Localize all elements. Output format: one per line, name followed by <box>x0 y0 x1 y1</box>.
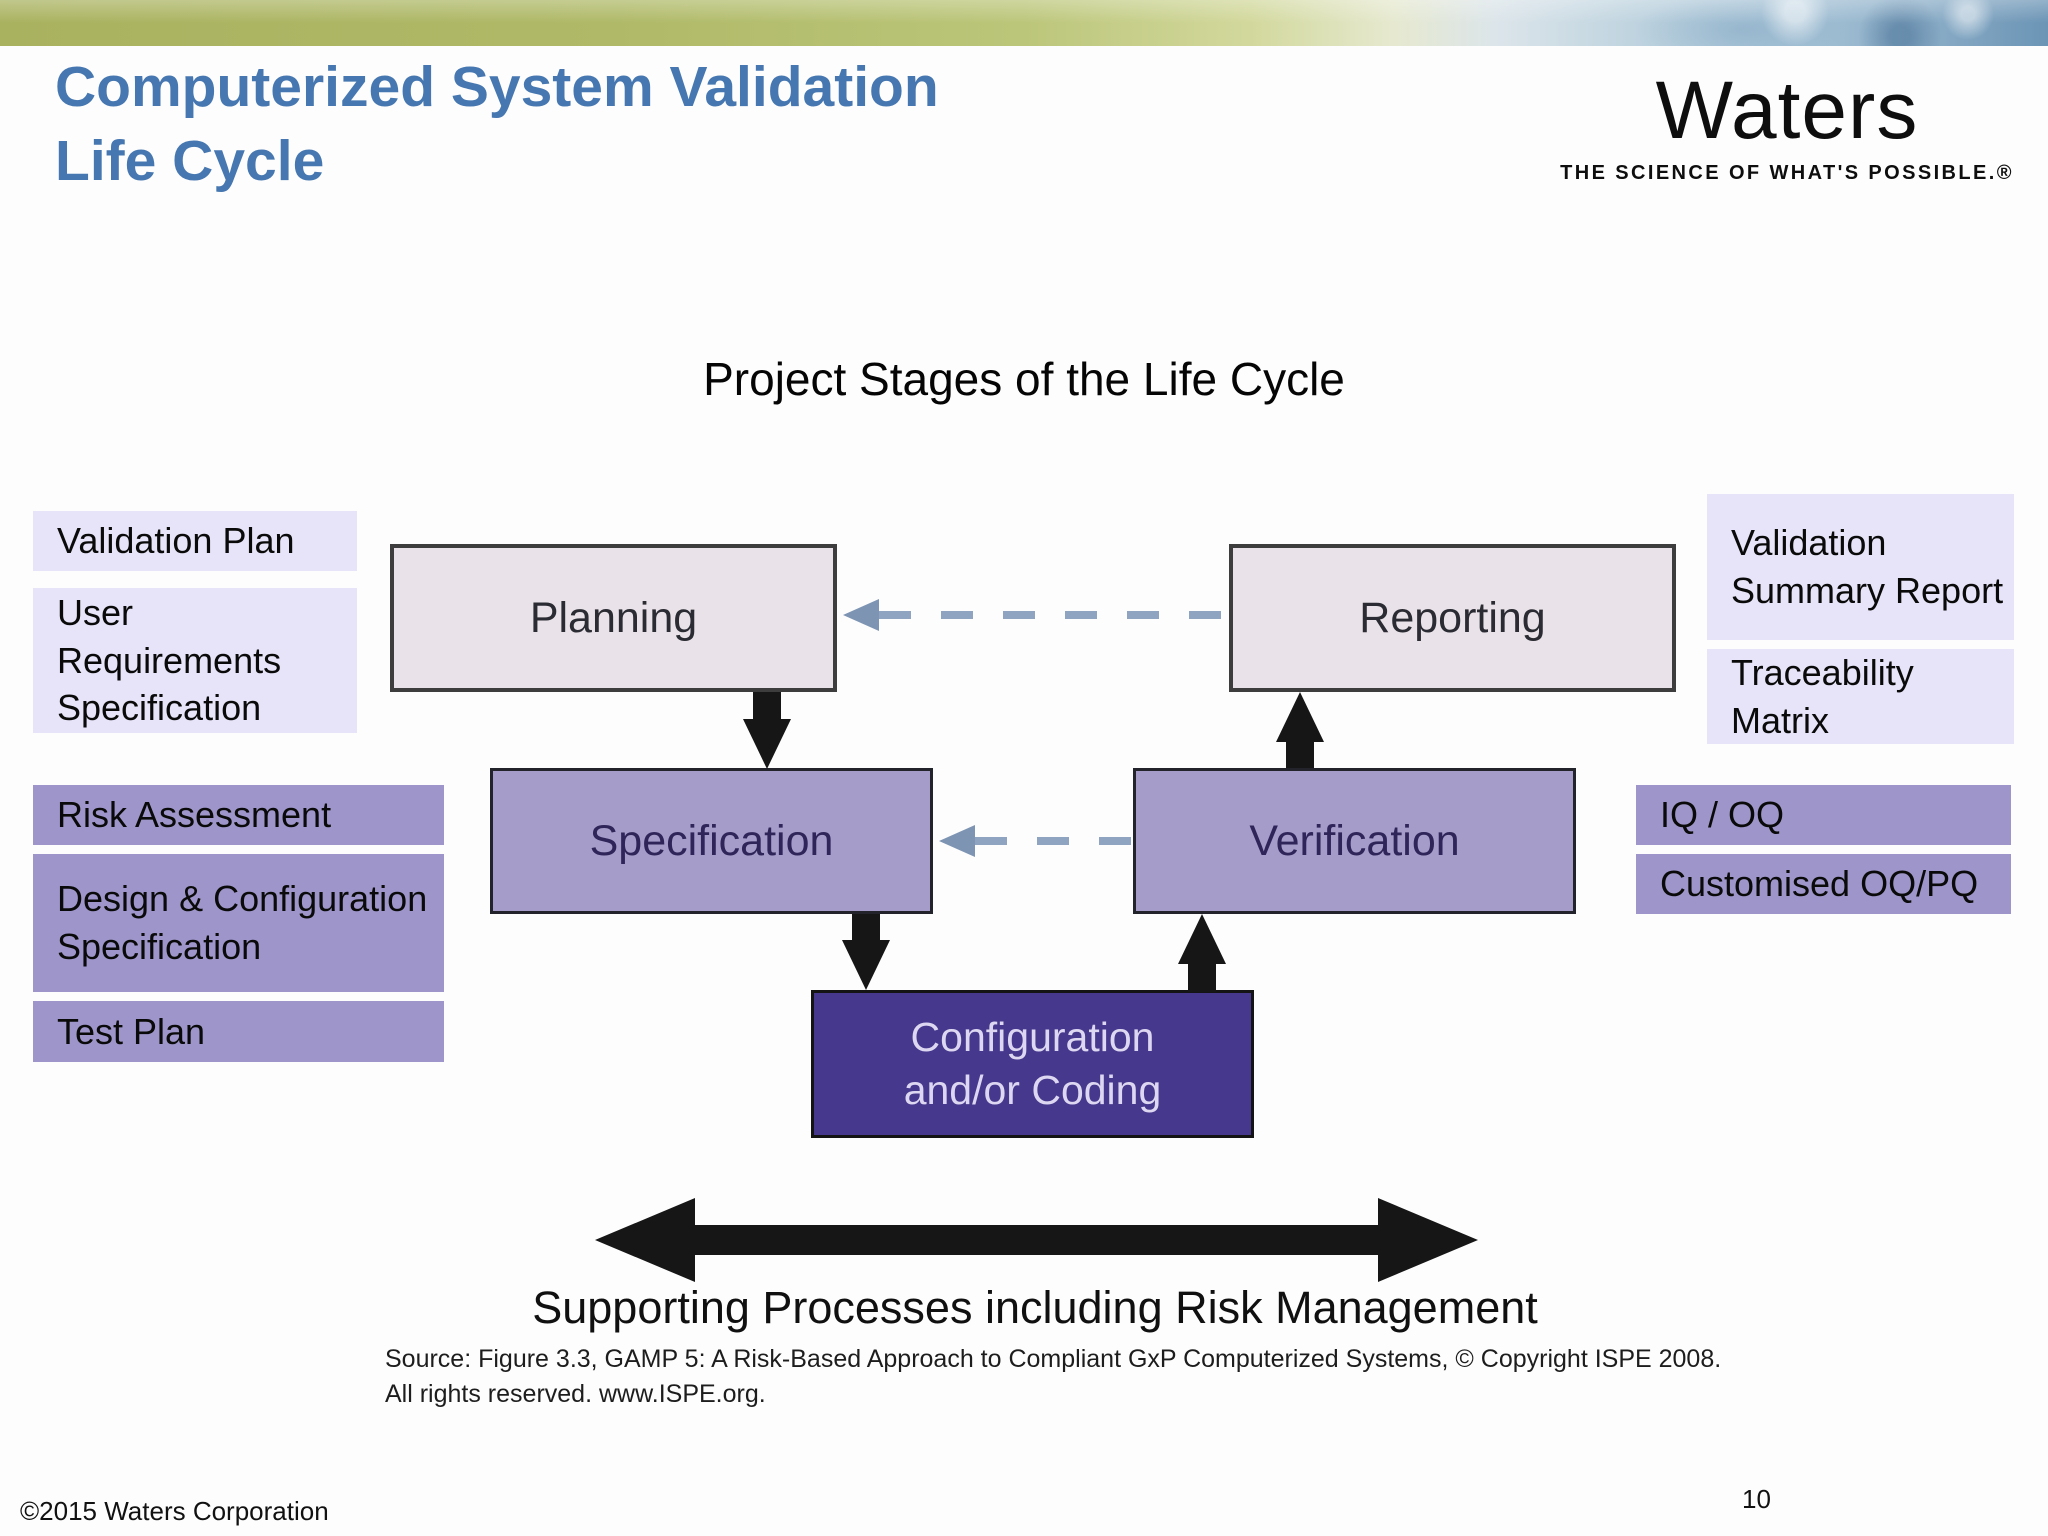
doc-label-text: Customised OQ/PQ <box>1660 863 1979 905</box>
source-citation-line1: Source: Figure 3.3, GAMP 5: A Risk-Based… <box>385 1345 1722 1373</box>
doc-label-text: Validation Plan <box>57 520 295 562</box>
doc-label-traceability-matrix: Traceability Matrix <box>1707 649 2014 744</box>
waters-logo: Waters THE SCIENCE OF WHAT'S POSSIBLE.® <box>1558 70 2016 185</box>
stage-label-planning: Planning <box>529 593 698 642</box>
arrowhead-verification-to-reporting <box>1276 692 1324 742</box>
dashed-arrow-reporting-to-planning <box>879 611 1231 619</box>
arrow-planning-to-specification <box>753 692 781 722</box>
doc-label-design-configuration-specification: Design & Configuration Specification <box>33 854 444 992</box>
doc-label-text: Risk Assessment <box>57 794 332 836</box>
stage-box-specification: Specification <box>490 768 933 914</box>
arrowhead-planning-to-specification <box>743 719 791 769</box>
source-citation-line2: All rights reserved. www.ISPE.org. <box>385 1380 766 1408</box>
arrow-specification-to-configuration <box>852 914 880 942</box>
doc-label-validation-summary-report: Validation Summary Report <box>1707 494 2014 640</box>
supporting-processes-arrowhead-left <box>595 1198 695 1282</box>
doc-label-text: User Requirements Specification <box>57 592 282 729</box>
dashed-arrowhead-verification-to-specification <box>939 825 975 857</box>
source-citation: Source: Figure 3.3, GAMP 5: A Risk-Based… <box>385 1342 1725 1412</box>
stage-label-verification: Verification <box>1249 816 1460 865</box>
doc-label-text: Traceability Matrix <box>1731 651 1914 741</box>
page-title-line2: Life Cycle <box>55 129 325 194</box>
stage-box-configuration-coding: Configuration and/or Coding <box>811 990 1254 1138</box>
waters-logo-wordmark: Waters <box>1655 65 1919 156</box>
dashed-arrowhead-reporting-to-planning <box>843 599 879 631</box>
supporting-processes-arrow <box>640 1225 1435 1255</box>
arrow-verification-to-reporting <box>1286 740 1314 768</box>
footer-copyright: ©2015 Waters Corporation <box>20 1496 329 1526</box>
page-title-line1: Computerized System Validation <box>55 55 939 119</box>
stage-box-reporting: Reporting <box>1229 544 1676 692</box>
doc-label-text: Test Plan <box>57 1010 206 1052</box>
header-banner-image <box>0 0 2048 46</box>
doc-label-validation-plan: Validation Plan <box>33 511 357 571</box>
stage-label-configuration-coding: Configuration and/or Coding <box>903 1013 1162 1113</box>
doc-label-iq-oq: IQ / OQ <box>1636 785 2011 845</box>
arrowhead-configuration-to-verification <box>1178 914 1226 964</box>
waters-logo-tagline: THE SCIENCE OF WHAT'S POSSIBLE.® <box>1560 162 2014 184</box>
doc-label-test-plan: Test Plan <box>33 1001 444 1062</box>
stage-box-planning: Planning <box>390 544 837 692</box>
stage-box-verification: Verification <box>1133 768 1576 914</box>
doc-label-text: Validation Summary Report <box>1731 522 2004 611</box>
diagram-heading: Project Stages of the Life Cycle <box>703 353 1345 405</box>
doc-label-user-requirements-specification: User Requirements Specification <box>33 588 357 733</box>
stage-label-specification: Specification <box>589 816 834 865</box>
arrow-configuration-to-verification <box>1188 962 1216 992</box>
supporting-processes-caption: Supporting Processes including Risk Mana… <box>532 1282 1538 1333</box>
doc-label-text: IQ / OQ <box>1660 794 1785 836</box>
stage-label-reporting: Reporting <box>1359 593 1546 642</box>
dashed-arrow-verification-to-specification <box>975 837 1133 845</box>
arrowhead-specification-to-configuration <box>842 940 890 990</box>
doc-label-text: Design & Configuration Specification <box>57 878 428 967</box>
supporting-processes-arrowhead-right <box>1378 1198 1478 1282</box>
page-number: 10 <box>1742 1484 1771 1514</box>
page-title: Computerized System Validation Life Cycl… <box>55 50 939 198</box>
doc-label-risk-assessment: Risk Assessment <box>33 785 444 845</box>
doc-label-customised-oq-pq: Customised OQ/PQ <box>1636 854 2011 914</box>
